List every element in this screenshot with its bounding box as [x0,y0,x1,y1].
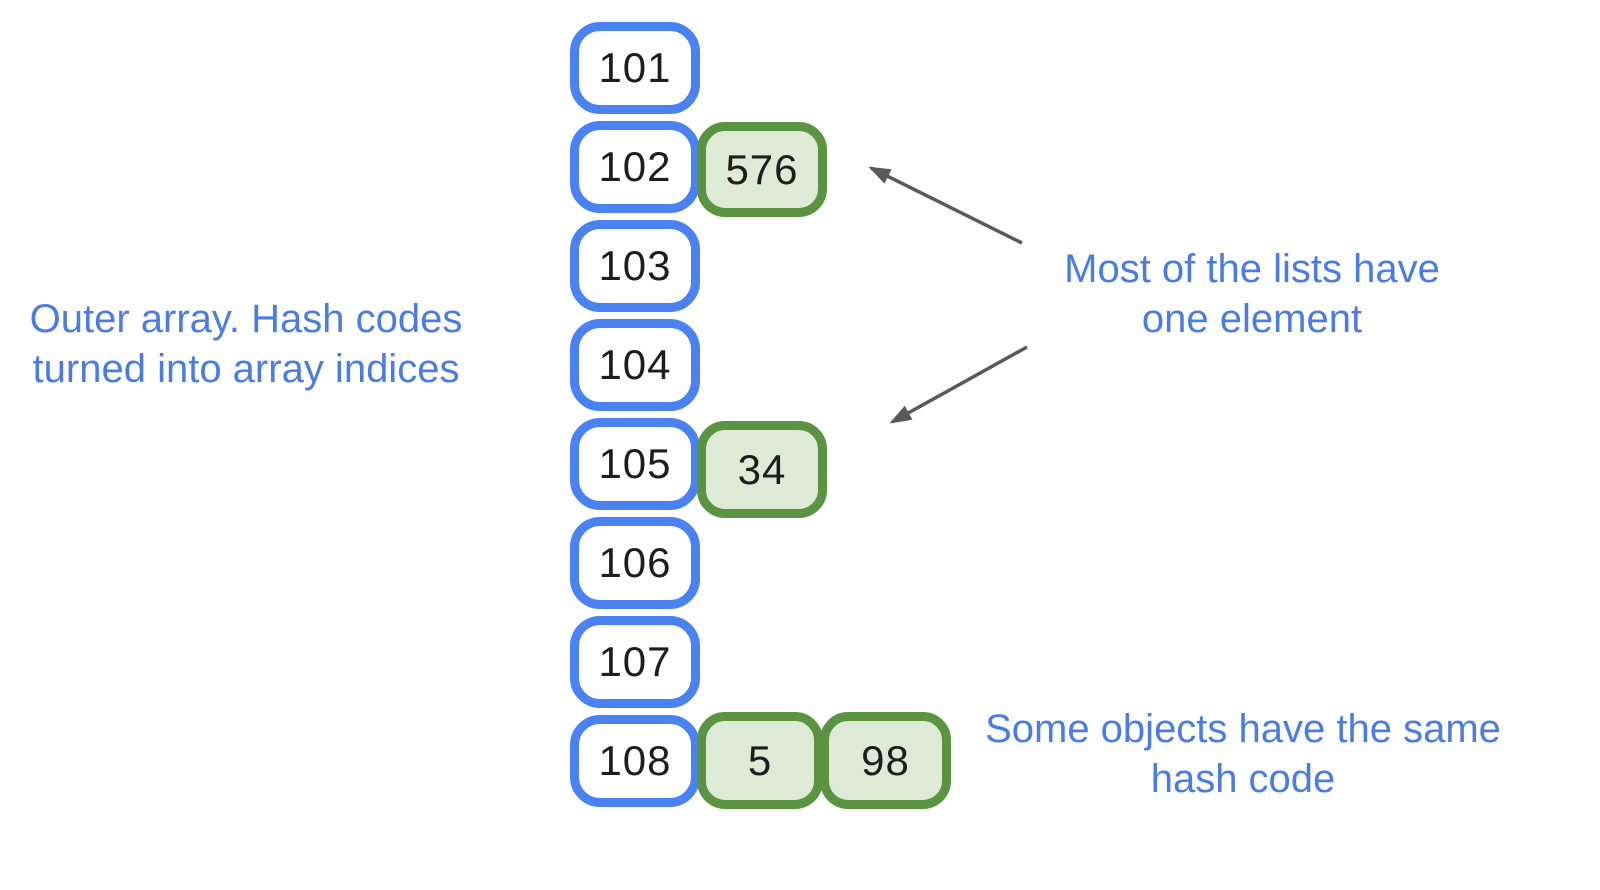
list-node-576: 576 [697,122,827,217]
outer-array-label-line2: turned into array indices [32,347,460,391]
array-cell-106: 106 [570,517,700,609]
arrow-to-node-576 [868,166,1023,245]
array-cell-104: 104 [570,319,700,411]
outer-array-label: Outer array. Hash codes turned into arra… [20,294,472,394]
single-element-note-line1: Most of the lists have [1064,247,1440,291]
array-cell-102: 102 [570,121,700,213]
array-cell-101: 101 [570,22,700,114]
collision-note-line2: hash code [1150,757,1336,801]
array-cell-103: 103 [570,220,700,312]
array-cell-108: 108 [570,715,700,807]
collision-note-line1: Some objects have the same [985,707,1501,751]
single-element-note: Most of the lists have one element [1032,244,1472,344]
array-cell-105: 105 [570,418,700,510]
single-element-note-line2: one element [1141,297,1363,341]
outer-array-label-line1: Outer array. Hash codes [29,297,463,341]
list-node-5: 5 [697,712,823,809]
array-cell-107: 107 [570,616,700,708]
list-node-98: 98 [820,712,951,809]
list-node-34: 34 [697,421,827,518]
arrow-to-node-34 [889,345,1028,424]
collision-note: Some objects have the same hash code [983,704,1503,804]
